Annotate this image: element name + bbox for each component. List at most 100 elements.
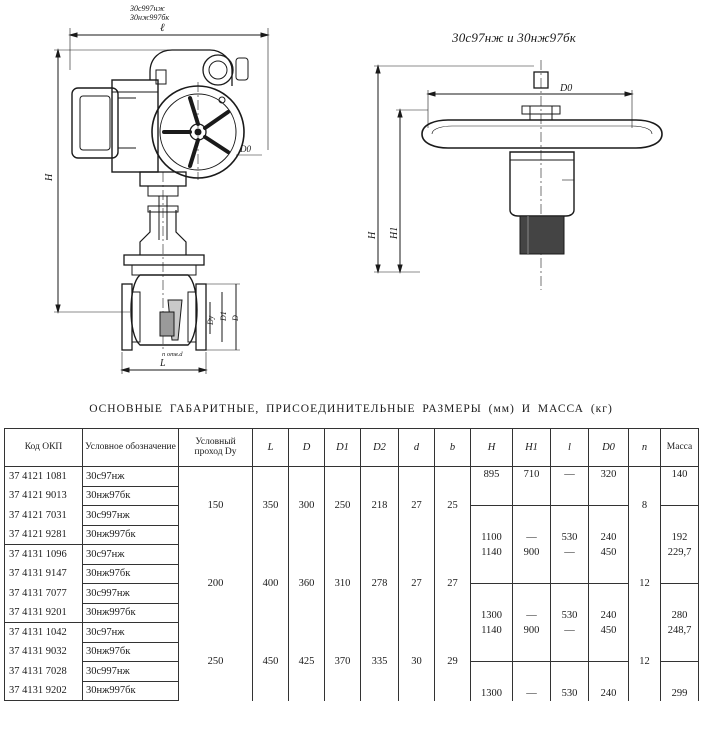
dim-Dy-label: Dy xyxy=(206,315,215,326)
col-D1: D1 xyxy=(324,428,361,467)
col-D2: D2 xyxy=(360,428,399,467)
col-code: Код ОКП xyxy=(4,428,83,467)
cell-designation: 30нж997бк xyxy=(82,603,179,623)
cell-d: 27 xyxy=(398,544,435,623)
cell-code: 37 4121 1081 xyxy=(4,466,83,486)
cell-mass: 299 xyxy=(660,661,699,701)
top-label-1: 30с997нж xyxy=(129,4,166,13)
dim-l-label: ℓ xyxy=(160,22,165,34)
cell-n: 12 xyxy=(628,622,661,701)
handwheel-drawing: D0 H H1 xyxy=(367,60,663,290)
cell-D0: 240 xyxy=(588,583,629,623)
cell-b: 29 xyxy=(434,622,471,701)
dim-H-label: H xyxy=(44,173,55,182)
cell-designation: 30нж97бк xyxy=(82,486,179,506)
cell-H1: — xyxy=(512,583,551,623)
cell-dy: 200 xyxy=(178,544,253,623)
cell-dy: 150 xyxy=(178,466,253,545)
cell-code: 37 4131 9147 xyxy=(4,564,83,584)
cell-H1: 900 xyxy=(512,544,551,584)
cell-D0: 320 xyxy=(588,466,629,506)
cell-H: 1300 xyxy=(470,661,513,701)
cell-designation: 30нж97бк xyxy=(82,642,179,662)
cell-code: 37 4121 9281 xyxy=(4,525,83,545)
cell-l: — xyxy=(550,622,589,662)
cell-L: 450 xyxy=(252,622,289,701)
cell-l: 530 xyxy=(550,661,589,701)
cell-H1: — xyxy=(512,661,551,701)
cell-l: — xyxy=(550,466,589,506)
cell-designation: 30с97нж xyxy=(82,544,179,565)
cell-code: 37 4121 7031 xyxy=(4,505,83,525)
cell-n: 12 xyxy=(628,544,661,623)
cell-D0: 450 xyxy=(588,544,629,584)
cell-designation: 30нж97бк xyxy=(82,564,179,584)
col-D: D xyxy=(288,428,325,467)
cell-l: — xyxy=(550,544,589,584)
cell-D1: 370 xyxy=(324,622,361,701)
valve-actuator-drawing: 30с997нж 30нж997бк ℓ H D0 L Dy D1 D n от… xyxy=(44,4,270,374)
cell-code: 37 4131 9201 xyxy=(4,603,83,623)
cell-L: 400 xyxy=(252,544,289,623)
col-passage: Условный проход Dy xyxy=(178,428,253,467)
cell-designation: 30с97нж xyxy=(82,466,179,487)
cell-H1: 710 xyxy=(512,466,551,506)
cell-H: 895 xyxy=(470,466,513,506)
cell-designation: 30с97нж xyxy=(82,622,179,643)
cell-H1: — xyxy=(512,505,551,545)
cell-n: 8 xyxy=(628,466,661,545)
cell-mass: 280 xyxy=(660,583,699,623)
cell-D1: 310 xyxy=(324,544,361,623)
dim-D1-label: D1 xyxy=(219,311,228,322)
cell-code: 37 4131 7028 xyxy=(4,661,83,681)
col-H1: H1 xyxy=(512,428,551,467)
cell-designation: 30с997нж xyxy=(82,661,179,682)
dim-nd-label: n отв.d xyxy=(162,351,183,358)
cell-D1: 250 xyxy=(324,466,361,545)
cell-designation: 30с997нж xyxy=(82,583,179,604)
cell-mass: 140 xyxy=(660,466,699,506)
dim-L-label: L xyxy=(159,358,166,369)
cell-l: 530 xyxy=(550,583,589,623)
spec-table: Код ОКП Условное обозначение Условный пр… xyxy=(4,428,699,701)
cell-H: 1300 xyxy=(470,583,513,623)
cell-designation: 30с997нж xyxy=(82,505,179,526)
col-mass: Масса xyxy=(660,428,699,467)
cell-D0: 450 xyxy=(588,622,629,662)
col-D0: D0 xyxy=(588,428,629,467)
cell-b: 27 xyxy=(434,544,471,623)
top-label-2: 30нж997бк xyxy=(129,13,169,22)
col-L: L xyxy=(252,428,289,467)
cell-dy: 250 xyxy=(178,622,253,701)
cell-mass: 248,7 xyxy=(660,622,699,662)
cell-D: 360 xyxy=(288,544,325,623)
cell-b: 25 xyxy=(434,466,471,545)
cell-D2: 278 xyxy=(360,544,399,623)
col-b: b xyxy=(434,428,471,467)
cell-D0: 240 xyxy=(588,505,629,545)
cell-d: 27 xyxy=(398,466,435,545)
cell-H: 1140 xyxy=(470,544,513,584)
col-n: n xyxy=(628,428,661,467)
col-d: d xyxy=(398,428,435,467)
cell-mass: 192 xyxy=(660,505,699,545)
cell-mass: 229,7 xyxy=(660,544,699,584)
right-dim-H1-label: H1 xyxy=(389,227,400,240)
cell-D0: 240 xyxy=(588,661,629,701)
cell-designation: 30нж997бк xyxy=(82,681,179,701)
cell-H: 1100 xyxy=(470,505,513,545)
dim-D0-label: D0 xyxy=(239,144,251,154)
cell-H1: 900 xyxy=(512,622,551,662)
cell-l: 530 xyxy=(550,505,589,545)
col-designation: Условное обозначение xyxy=(82,428,179,467)
